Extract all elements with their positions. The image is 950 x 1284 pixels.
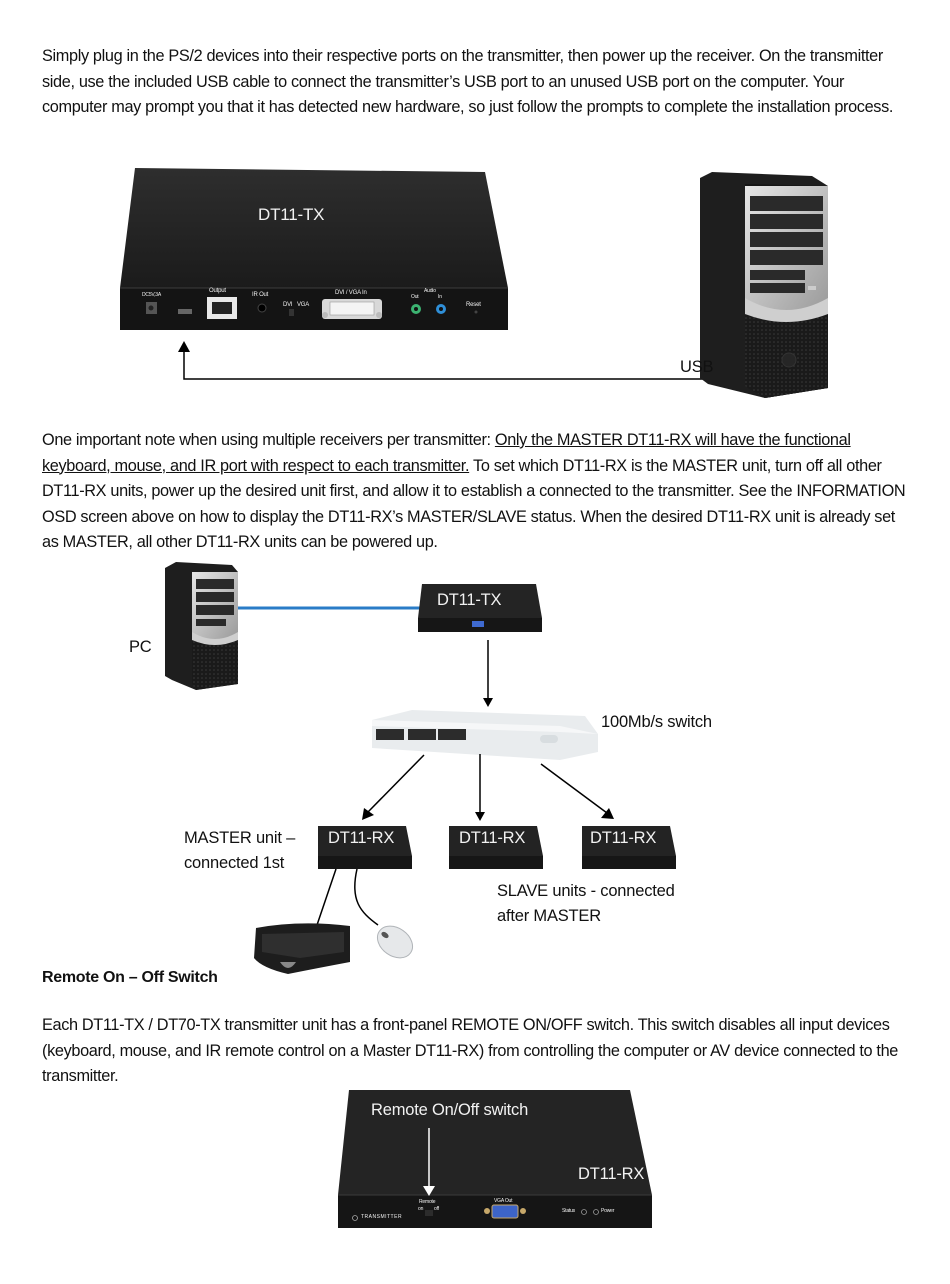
brand-label: TRANSMITTER xyxy=(361,1214,403,1220)
mouse-image xyxy=(376,925,414,959)
usb-cable-label: USB xyxy=(680,358,714,376)
rx-slave2-label: DT11-RX xyxy=(590,829,657,847)
dt11-tx-device-image-small xyxy=(418,584,542,632)
port-label-audio: Audio xyxy=(424,288,436,294)
arrow-down-icon xyxy=(483,698,493,707)
tx-label-small: DT11-TX xyxy=(437,591,502,609)
switch-label: 100Mb/s switch xyxy=(601,713,712,731)
remote-off-label: off xyxy=(434,1206,439,1212)
reset-button-icon xyxy=(474,310,478,314)
arrow-to-master-icon xyxy=(362,808,374,820)
figure-tx-usb-connection xyxy=(120,168,828,398)
master-unit-label-line2: connected 1st xyxy=(184,854,285,872)
mouse-cable xyxy=(354,868,379,926)
arrow-up-icon xyxy=(178,341,190,352)
master-note-emphasis: Only the MASTER DT11-RX will have the fu… xyxy=(42,431,851,475)
pc-tower-image-small xyxy=(165,562,238,690)
dt11-tx-device-image xyxy=(120,168,508,330)
remote-toggle-switch-icon xyxy=(425,1210,433,1216)
remote-switch-paragraph: Each DT11-TX / DT70-TX transmitter unit … xyxy=(42,1016,899,1085)
dt11-rx-front-device-image xyxy=(338,1090,652,1228)
port-label-ir-out: IR Out xyxy=(252,292,269,298)
slave-units-label-line2: after MASTER xyxy=(497,907,601,925)
port-label-output: Output xyxy=(209,288,226,294)
port-label-dvi: DVI xyxy=(283,302,293,308)
brand-logo-icon xyxy=(352,1215,358,1221)
callout-arrow-icon xyxy=(423,1186,435,1196)
figure-network-topology xyxy=(165,562,676,974)
status-led-icon xyxy=(581,1209,587,1215)
arrow-to-slave1-icon xyxy=(475,812,485,821)
slave-units-label-line1: SLAVE units - connected xyxy=(497,882,675,900)
port-label-audio-out: Out xyxy=(411,294,419,300)
power-led-icon xyxy=(593,1209,599,1215)
master-note-rest: To set which DT11-RX is the MASTER unit,… xyxy=(42,456,906,552)
dt11-rx-front-label: DT11-RX xyxy=(578,1165,645,1183)
remote-label: Remote xyxy=(419,1199,436,1205)
vga-out-label: VGA Out xyxy=(494,1198,513,1204)
status-label: Status xyxy=(562,1208,575,1214)
port-label-power: DC5V,3A xyxy=(142,292,161,298)
power-label: Power xyxy=(601,1208,615,1214)
port-label-reset: Reset xyxy=(466,302,481,308)
master-unit-label-line1: MASTER unit – xyxy=(184,829,296,847)
port-label-audio-in: In xyxy=(438,294,442,300)
usb-port-icon xyxy=(178,309,192,314)
network-switch-image xyxy=(372,710,598,760)
remote-switch-callout: Remote On/Off switch xyxy=(371,1101,529,1119)
keyboard-cable xyxy=(316,868,337,926)
dt11-rx-master-device-image xyxy=(318,826,412,869)
rx-master-label: DT11-RX xyxy=(328,829,395,847)
pc-tower-image xyxy=(700,172,828,398)
arrow-to-slave2-icon xyxy=(601,808,614,819)
remote-switch-heading: Remote On – Off Switch xyxy=(42,969,218,986)
port-label-dvi-vga-in: DVI / VGA In xyxy=(335,290,367,296)
keyboard-image xyxy=(254,923,350,974)
ir-out-jack-icon xyxy=(257,303,267,313)
port-label-vga: VGA xyxy=(297,302,310,308)
usb-cable-arrow xyxy=(178,341,708,380)
vga-out-port-icon xyxy=(491,1204,519,1219)
dt11-rx-slave1-device-image xyxy=(449,826,543,869)
dt11-tx-label: DT11-TX xyxy=(258,205,325,224)
pc-label: PC xyxy=(129,638,152,656)
dt11-rx-slave2-device-image xyxy=(582,826,676,869)
remote-on-label: on xyxy=(418,1206,424,1212)
rx-slave1-label: DT11-RX xyxy=(459,829,526,847)
master-note-paragraph: One important note when using multiple r… xyxy=(42,428,912,556)
intro-paragraph: Simply plug in the PS/2 devices into the… xyxy=(42,47,894,116)
master-note-lead: One important note when using multiple r… xyxy=(42,431,495,449)
